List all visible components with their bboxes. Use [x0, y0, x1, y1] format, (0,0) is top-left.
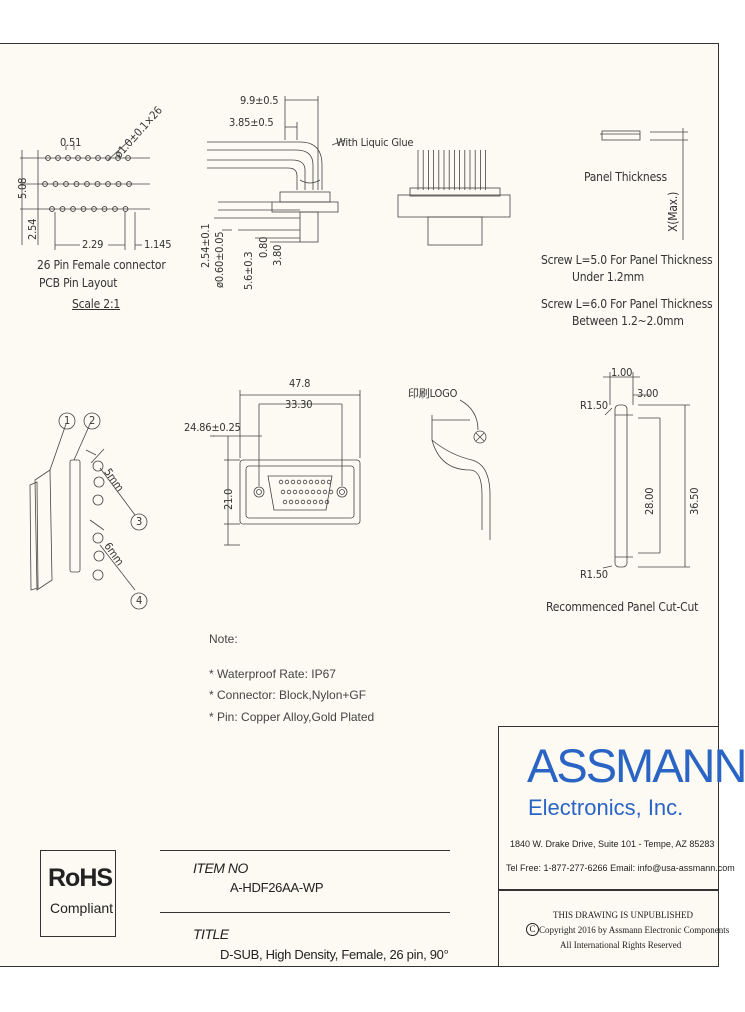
front-pin	[278, 479, 284, 485]
panel-x-max: X(Max.)	[666, 191, 680, 232]
titleblock-rule-2	[160, 912, 450, 913]
front-pin	[312, 499, 318, 505]
front-pin	[292, 489, 298, 495]
cutout-dim-300: 3.00	[637, 387, 659, 400]
logo-label: 印刷LOGO	[408, 387, 458, 400]
brand-name: ASSMANN	[527, 739, 745, 792]
front-pin	[310, 489, 316, 495]
front-pin	[326, 479, 332, 485]
callout-4: 4	[136, 594, 143, 607]
front-pin	[298, 489, 304, 495]
title-value: D-SUB, High Density, Female, 26 pin, 90°	[220, 947, 449, 962]
pcb-dim-229: 2.29	[82, 238, 104, 251]
side-v-060: ø0.60±0.05	[213, 231, 226, 288]
brand-block	[498, 726, 719, 890]
legal-line2: Copyright 2016 by Assmann Electronic Com…	[539, 925, 730, 935]
side-v-380: 3.80	[271, 244, 284, 266]
front-pin	[320, 479, 326, 485]
front-pin	[306, 499, 312, 505]
front-pin	[280, 489, 286, 495]
brand-address: 1840 W. Drake Drive, Suite 101 - Tempe, …	[510, 839, 715, 849]
front-dim-2486: 24.86±0.25	[184, 421, 241, 434]
drawing-sheet	[0, 43, 719, 967]
side-v-56: 5.6±0.3	[242, 251, 255, 290]
side-glue-note: With Liquic Glue	[336, 136, 414, 149]
side-dim-385: 3.85±0.5	[229, 116, 274, 129]
brand-contact: Tel Free: 1-877-277-6266 Email: info@usa…	[506, 863, 735, 873]
logo-side-view	[431, 399, 491, 540]
front-pin	[300, 499, 306, 505]
cutout-caption: Recommenced Panel Cut-Cut	[546, 600, 699, 614]
pcb-dim-row1: 5.08	[16, 177, 29, 199]
cutout-dim-3650: 36.50	[688, 487, 701, 515]
front-pin	[288, 499, 294, 505]
front-dim-3330: 33.30	[285, 398, 313, 411]
titleblock-rule-1	[160, 850, 450, 851]
front-pin	[282, 499, 288, 505]
legal-line3: All International Rights Reserved	[560, 940, 682, 950]
front-pin	[318, 499, 324, 505]
front-view	[210, 390, 361, 546]
note-item-3: * Pin: Copper Alloy,Gold Plated	[209, 710, 375, 724]
pcb-dim-row2: 2.54	[26, 218, 39, 240]
pcb-dim-1145: 1.145	[144, 238, 172, 251]
pcb-pin-layout	[20, 139, 150, 250]
front-pin	[328, 489, 334, 495]
exploded-view	[29, 412, 148, 610]
front-pin	[304, 489, 310, 495]
screw-note-2-line2: Between 1.2~2.0mm	[572, 314, 684, 328]
notes-heading: Note:	[209, 632, 238, 646]
title-label: TITLE	[193, 926, 229, 942]
cutout-r-bottom: R1.50	[580, 568, 608, 581]
front-pin	[322, 489, 328, 495]
front-pin	[286, 489, 292, 495]
callout-1: 1	[64, 414, 71, 427]
pcb-caption-line1: 26 Pin Female connector	[37, 258, 166, 272]
note-item-2: * Connector: Block,Nylon+GF	[209, 688, 367, 702]
rohs-badge	[40, 850, 116, 937]
screw-note-1-line1: Screw L=5.0 For Panel Thickness	[541, 253, 713, 267]
front-pin	[294, 499, 300, 505]
note-item-1: * Waterproof Rate: IP67	[209, 667, 336, 681]
side-v-080: 0.80	[257, 236, 270, 258]
screw-note-2-line1: Screw L=6.0 For Panel Thickness	[541, 297, 713, 311]
panel-cutout	[602, 372, 690, 569]
item-no-value: A-HDF26AA-WP	[230, 880, 324, 895]
brand-sub: Electronics, Inc.	[528, 795, 684, 820]
rohs-sub: Compliant	[50, 900, 114, 916]
cutout-dim-2800: 28.00	[643, 487, 656, 515]
callout-2: 2	[89, 414, 96, 427]
rohs-title: RoHS	[48, 864, 113, 892]
side-view	[207, 96, 346, 243]
side-v-254: 2.54±0.1	[199, 223, 212, 268]
front-dim-478: 47.8	[289, 377, 311, 390]
callout-3: 3	[136, 515, 143, 528]
front-pin	[284, 479, 290, 485]
front-pin	[302, 479, 308, 485]
rear-view	[397, 150, 511, 246]
item-no-label: ITEM NO	[193, 860, 248, 876]
panel-thickness-label: Panel Thickness	[584, 170, 667, 184]
front-pin	[314, 479, 320, 485]
screw-note-1-line2: Under 1.2mm	[572, 270, 645, 284]
front-pin	[308, 479, 314, 485]
front-dim-210: 21.0	[222, 488, 235, 510]
panel-detail	[600, 128, 688, 240]
front-pin	[290, 479, 296, 485]
front-pin	[316, 489, 322, 495]
pcb-caption-line2: PCB Pin Layout	[39, 276, 118, 290]
legal-block	[498, 890, 719, 967]
side-dim-99: 9.9±0.5	[240, 94, 279, 107]
front-pin	[324, 499, 330, 505]
front-pin	[296, 479, 302, 485]
pcb-scale: Scale 2:1	[72, 297, 121, 311]
legal-line1: THIS DRAWING IS UNPUBLISHED	[553, 910, 694, 920]
technical-drawing	[20, 96, 690, 610]
copyright-symbol: C	[526, 923, 539, 936]
pcb-dim-pitch: 0.51	[60, 136, 82, 149]
cutout-dim-100: 1.00	[611, 366, 633, 379]
cutout-r-top: R1.50	[580, 399, 608, 412]
